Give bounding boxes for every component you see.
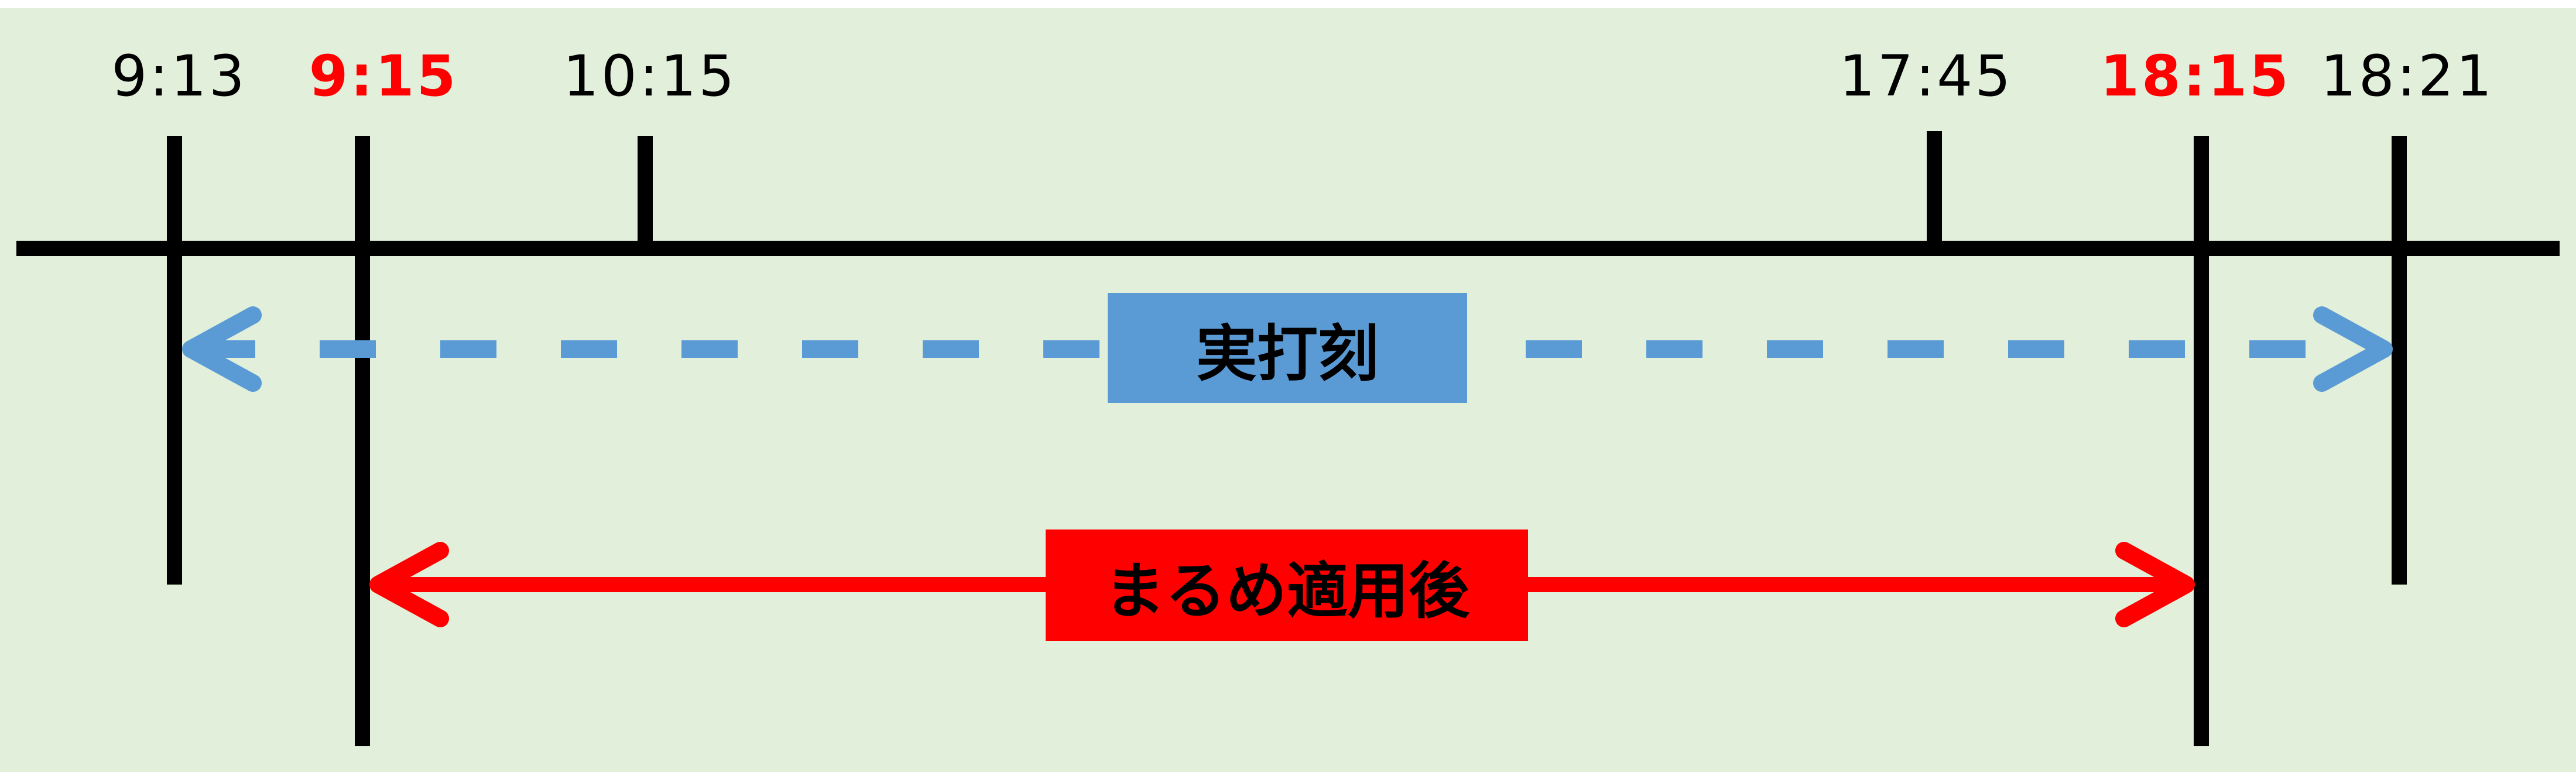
time-label-1015: 10:15: [563, 43, 737, 109]
time-label-1821: 18:21: [2320, 43, 2495, 109]
rounded-arrowhead-right: [2115, 542, 2195, 627]
time-label-1815: 18:15: [2100, 43, 2291, 109]
rounded-arrowhead-left: [369, 542, 449, 627]
actual-punch-arrowhead-left: [182, 306, 262, 392]
rounded-label: まるめ適用後: [1046, 530, 1528, 641]
actual-punch-arrowhead-right: [2313, 306, 2393, 392]
time-label-1745: 17:45: [1839, 43, 2013, 109]
actual-punch-label: 実打刻: [1108, 293, 1467, 403]
time-label-0915: 9:15: [309, 43, 458, 109]
time-label-0913: 9:13: [111, 43, 247, 109]
